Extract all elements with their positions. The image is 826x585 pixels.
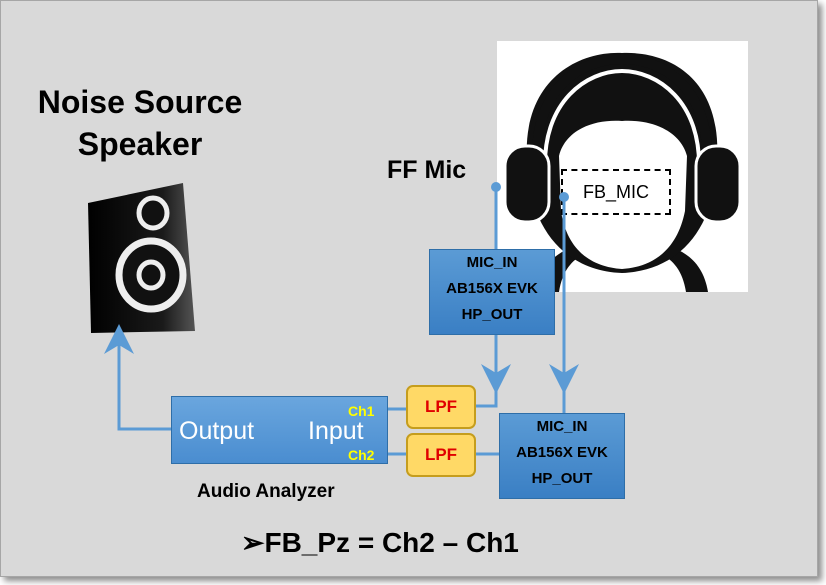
- ff-mic-label: FF Mic: [387, 156, 467, 184]
- evk-box-top: MIC_IN AB156X EVK HP_OUT: [429, 249, 555, 335]
- title-line-2: Speaker: [77, 126, 203, 162]
- analyzer-output-label: Output: [179, 417, 255, 445]
- evk-top-line-2: AB156X EVK: [446, 280, 538, 297]
- lpf-ch2: LPF: [406, 433, 476, 477]
- fb-mic-dot: [559, 192, 569, 202]
- audio-analyzer-box: Output Input Ch1 Ch2: [171, 396, 388, 464]
- wire-output-to-speaker: [117, 379, 171, 431]
- analyzer-input-label: Input: [308, 417, 364, 445]
- audio-analyzer-caption: Audio Analyzer: [197, 481, 335, 502]
- evk-top-line-1: MIC_IN: [466, 254, 518, 271]
- fb-mic-label: FB_MIC: [561, 169, 671, 215]
- title-line-1: Noise Source: [37, 84, 243, 120]
- ff-mic-dot: [491, 182, 501, 192]
- formula-text: ➢FB_Pz = Ch2 – Ch1: [241, 527, 519, 558]
- diagram-canvas: Noise Source Speaker FB_MIC: [0, 0, 818, 577]
- speaker-icon: [88, 183, 195, 333]
- wire-lpf1: [471, 379, 498, 408]
- evk-top-line-3: HP_OUT: [461, 306, 523, 323]
- signal-wires: [104, 182, 579, 456]
- analyzer-ch1-label: Ch1: [348, 403, 375, 419]
- evk-bottom-line-3: HP_OUT: [531, 470, 593, 487]
- evk-bottom-line-1: MIC_IN: [536, 418, 588, 435]
- noise-source-title: Noise Source Speaker: [15, 81, 265, 165]
- evk-bottom-line-2: AB156X EVK: [516, 444, 608, 461]
- evk-box-bottom: MIC_IN AB156X EVK HP_OUT: [499, 413, 625, 499]
- analyzer-ch2-label: Ch2: [348, 447, 375, 463]
- lpf-ch1: LPF: [406, 385, 476, 429]
